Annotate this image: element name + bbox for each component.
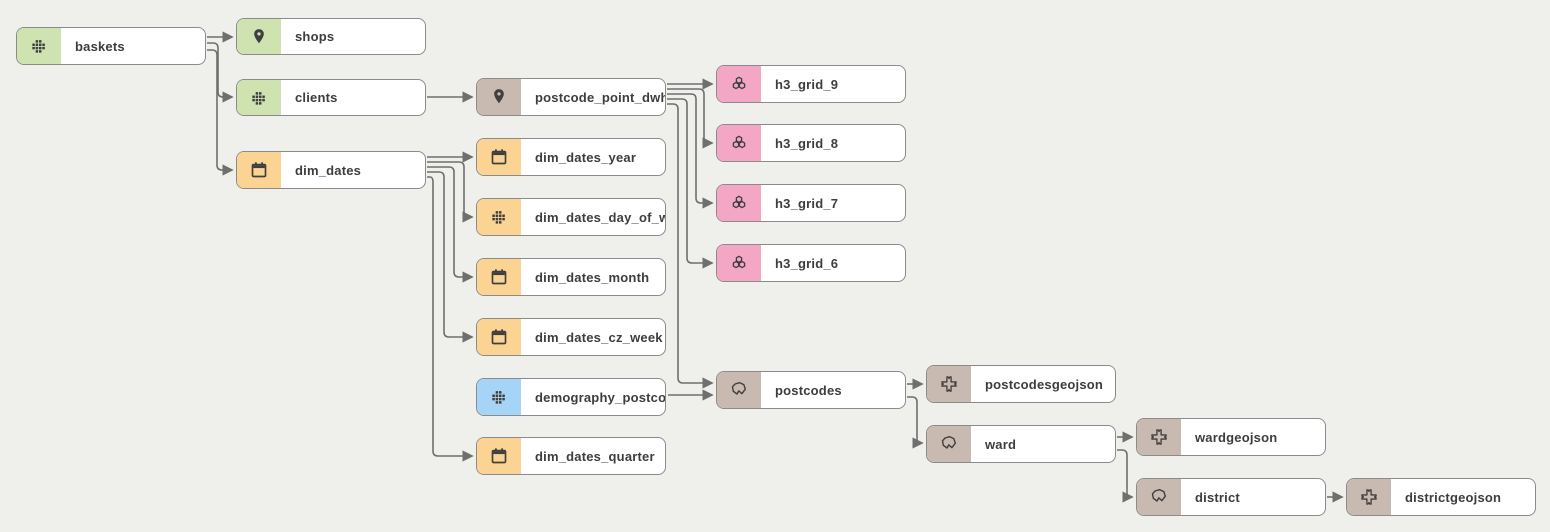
grid-table-icon bbox=[477, 379, 521, 415]
edge-baskets-to-dim_dates bbox=[207, 49, 234, 176]
node-label: dim_dates_cz_week bbox=[535, 329, 663, 345]
node-h3_grid_8[interactable]: h3_grid_8 bbox=[716, 124, 906, 162]
node-h3_grid_9[interactable]: h3_grid_9 bbox=[716, 65, 906, 103]
node-dim_dates_cz_week[interactable]: dim_dates_cz_week bbox=[476, 318, 666, 356]
grid-table-icon bbox=[477, 199, 521, 235]
node-h3_grid_7[interactable]: h3_grid_7 bbox=[716, 184, 906, 222]
node-dim_dates[interactable]: dim_dates bbox=[236, 151, 426, 189]
node-label: h3_grid_8 bbox=[775, 135, 839, 151]
node-label: districtgeojson bbox=[1405, 489, 1502, 505]
location-pin-icon bbox=[477, 79, 521, 115]
edge-dim_dates-to-dim_dates_day_of_week bbox=[427, 161, 474, 223]
edge-baskets-to-clients bbox=[207, 42, 234, 103]
node-label: h3_grid_7 bbox=[775, 195, 839, 211]
node-label: shops bbox=[295, 29, 335, 44]
node-label: wardgeojson bbox=[1195, 429, 1278, 445]
calendar-icon bbox=[477, 259, 521, 295]
polygon-icon bbox=[717, 372, 761, 408]
node-label: baskets bbox=[75, 38, 125, 54]
calendar-icon bbox=[237, 152, 281, 188]
edge-postcode_point_dwh-to-h3_grid_7 bbox=[667, 93, 714, 209]
node-label: postcodes bbox=[775, 382, 842, 398]
node-district[interactable]: district bbox=[1136, 478, 1326, 516]
polygon-icon bbox=[927, 426, 971, 462]
node-postcodesgeojson[interactable]: postcodesgeojson bbox=[926, 365, 1116, 403]
grid-table-icon bbox=[17, 28, 61, 64]
polygon-icon bbox=[1137, 479, 1181, 515]
calendar-icon bbox=[477, 319, 521, 355]
node-clients[interactable]: clients bbox=[236, 79, 426, 116]
node-label: dim_dates_year bbox=[535, 149, 637, 165]
node-label: ward bbox=[985, 436, 1017, 452]
node-label: h3_grid_9 bbox=[775, 76, 839, 92]
node-dim_dates_day_of_week[interactable]: dim_dates_day_of_week bbox=[476, 198, 666, 236]
grid-table-icon bbox=[237, 80, 281, 115]
calendar-icon bbox=[477, 438, 521, 474]
node-shops[interactable]: shops bbox=[236, 18, 426, 55]
node-dim_dates_month[interactable]: dim_dates_month bbox=[476, 258, 666, 296]
edge-postcodes-to-ward bbox=[907, 396, 924, 449]
edge-ward-to-district bbox=[1117, 449, 1134, 503]
node-label: dim_dates bbox=[295, 162, 362, 178]
node-demography_postcode[interactable]: demography_postcode bbox=[476, 378, 666, 416]
edge-postcode_point_dwh-to-h3_grid_8 bbox=[667, 88, 714, 149]
node-postcode_point_dwh[interactable]: postcode_point_dwh bbox=[476, 78, 666, 116]
calendar-icon bbox=[477, 139, 521, 175]
node-label: postcodesgeojson bbox=[985, 376, 1104, 392]
puzzle-icon bbox=[1137, 419, 1181, 455]
node-label: dim_dates_day_of_week bbox=[535, 209, 665, 225]
h3-hexagons-icon bbox=[717, 185, 761, 221]
node-ward[interactable]: ward bbox=[926, 425, 1116, 463]
node-postcodes[interactable]: postcodes bbox=[716, 371, 906, 409]
edge-dim_dates-to-dim_dates_quarter bbox=[427, 176, 474, 462]
node-label: clients bbox=[295, 90, 338, 105]
node-districtgeojson[interactable]: districtgeojson bbox=[1346, 478, 1536, 516]
node-baskets[interactable]: baskets bbox=[16, 27, 206, 65]
node-dim_dates_quarter[interactable]: dim_dates_quarter bbox=[476, 437, 666, 475]
node-label: dim_dates_month bbox=[535, 269, 650, 285]
node-label: demography_postcode bbox=[535, 389, 665, 405]
edge-postcode_point_dwh-to-h3_grid_6 bbox=[667, 98, 714, 269]
node-h3_grid_6[interactable]: h3_grid_6 bbox=[716, 244, 906, 282]
node-label: postcode_point_dwh bbox=[535, 89, 665, 105]
node-label: district bbox=[1195, 489, 1240, 505]
puzzle-icon bbox=[1347, 479, 1391, 515]
node-wardgeojson[interactable]: wardgeojson bbox=[1136, 418, 1326, 456]
h3-hexagons-icon bbox=[717, 125, 761, 161]
h3-hexagons-icon bbox=[717, 245, 761, 281]
edge-dim_dates-to-dim_dates_cz_week bbox=[427, 171, 474, 343]
node-dim_dates_year[interactable]: dim_dates_year bbox=[476, 138, 666, 176]
edge-dim_dates-to-dim_dates_month bbox=[427, 166, 474, 283]
puzzle-icon bbox=[927, 366, 971, 402]
location-pin-icon bbox=[237, 19, 281, 54]
node-label: dim_dates_quarter bbox=[535, 448, 655, 464]
h3-hexagons-icon bbox=[717, 66, 761, 102]
node-label: h3_grid_6 bbox=[775, 255, 839, 271]
edge-postcode_point_dwh-to-postcodes bbox=[667, 103, 714, 389]
